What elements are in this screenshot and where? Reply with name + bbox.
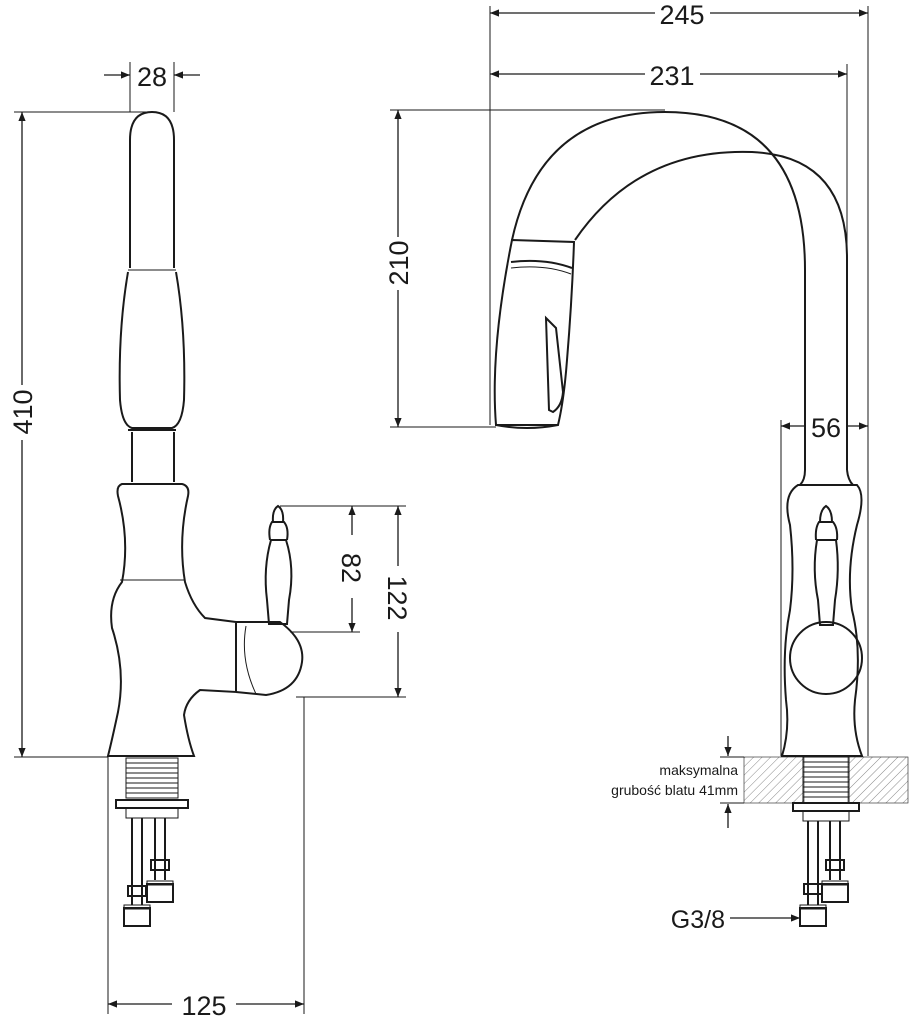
dim-210-label: 210 (384, 240, 414, 285)
dim-125-label: 125 (181, 991, 226, 1021)
dim-122-label: 122 (382, 575, 412, 620)
dim-28-label: 28 (137, 62, 167, 92)
dim-245-label: 245 (659, 0, 704, 30)
side-view (106, 110, 304, 927)
dim-82-label: 82 (336, 553, 366, 583)
dim-56-label: 56 (811, 413, 841, 443)
front-dimensions: 245 231 210 56 maksymalna grubość blatu … (384, 0, 869, 934)
front-thread (803, 761, 849, 798)
dim-231-label: 231 (649, 61, 694, 91)
max-thickness-line1: maksymalna (659, 762, 738, 778)
connector-label: G3/8 (671, 906, 725, 934)
dim-410-label: 410 (8, 389, 38, 434)
side-dimensions: 28 410 82 122 125 (8, 62, 412, 1021)
side-thread (125, 757, 179, 799)
max-thickness-line2: grubość blatu 41mm (611, 782, 738, 798)
front-view (493, 110, 909, 927)
